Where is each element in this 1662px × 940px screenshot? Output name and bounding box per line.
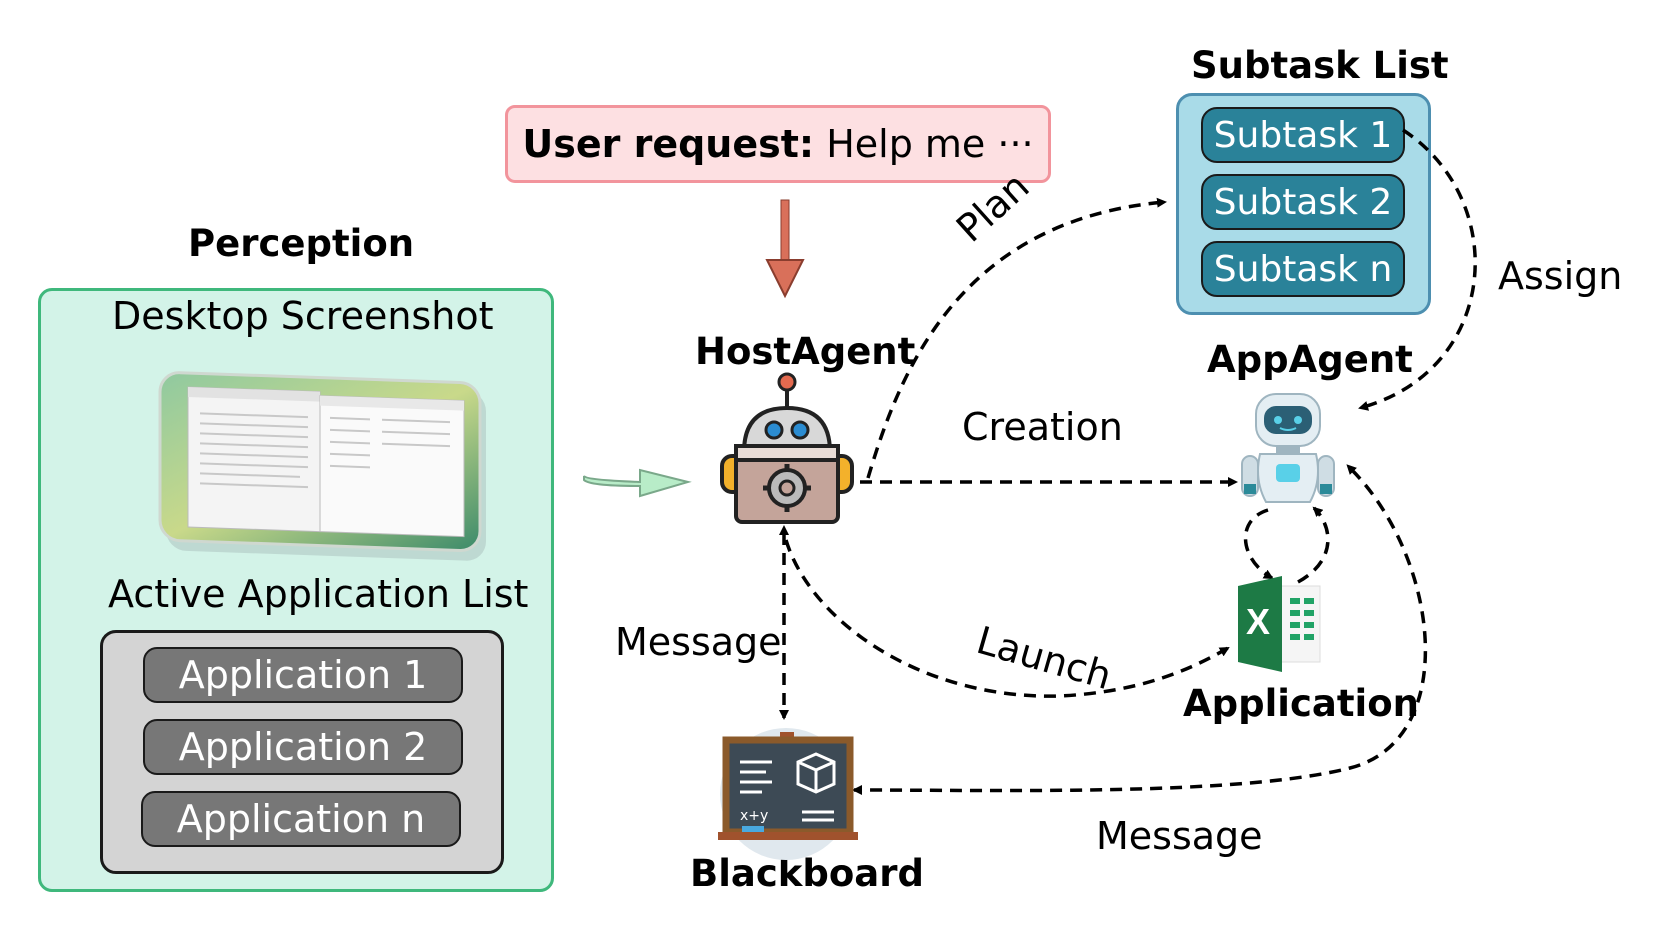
robot-icon [1241,393,1335,503]
message-edge-label-bottom: Message [1096,814,1263,858]
excel-icon: X [1238,576,1321,672]
subtask-item-n: Subtask n [1201,241,1405,297]
app-loop-arrow-down [1243,508,1274,580]
message-edge-label-left: Message [615,620,782,664]
subtask-list-panel: Subtask 1 Subtask 2 Subtask n [1176,93,1431,315]
app-agent-label: AppAgent [1207,338,1413,381]
blackboard-label: Blackboard [690,852,924,895]
subtask-item-2: Subtask 2 [1201,174,1405,230]
active-application-list-label: Active Application List [108,572,529,616]
launch-edge-label: Launch [971,618,1117,699]
desktop-screenshot-label: Desktop Screenshot [112,294,494,338]
application-item-n: Application n [141,791,461,847]
down-arrow-icon [765,199,805,299]
svg-text:x+y: x+y [740,808,768,824]
user-request-box: User request: Help me ··· [505,105,1051,183]
subtask-item-1: Subtask 1 [1201,107,1405,163]
perception-title: Perception [188,222,415,265]
user-request-text: Help me ··· [826,122,1034,166]
app-loop-arrow-up [1297,506,1330,584]
subtask-list-title: Subtask List [1191,44,1449,87]
launch-arrow [784,539,1230,698]
host-agent-label: HostAgent [695,330,916,373]
robot-gear-icon [720,372,854,524]
user-request-prefix: User request: [522,122,815,166]
blackboard-icon: x+y [718,728,858,860]
creation-edge-label: Creation [962,405,1123,449]
message-arrow-bottom [852,464,1428,796]
perception-arrow-icon [583,468,692,498]
svg-text:X: X [1246,601,1270,642]
assign-edge-label: Assign [1498,254,1623,298]
application-item-1: Application 1 [143,647,463,703]
active-application-list: Application 1 Application 2 Application … [100,630,504,874]
application-item-2: Application 2 [143,719,463,775]
application-label: Application [1183,682,1420,725]
